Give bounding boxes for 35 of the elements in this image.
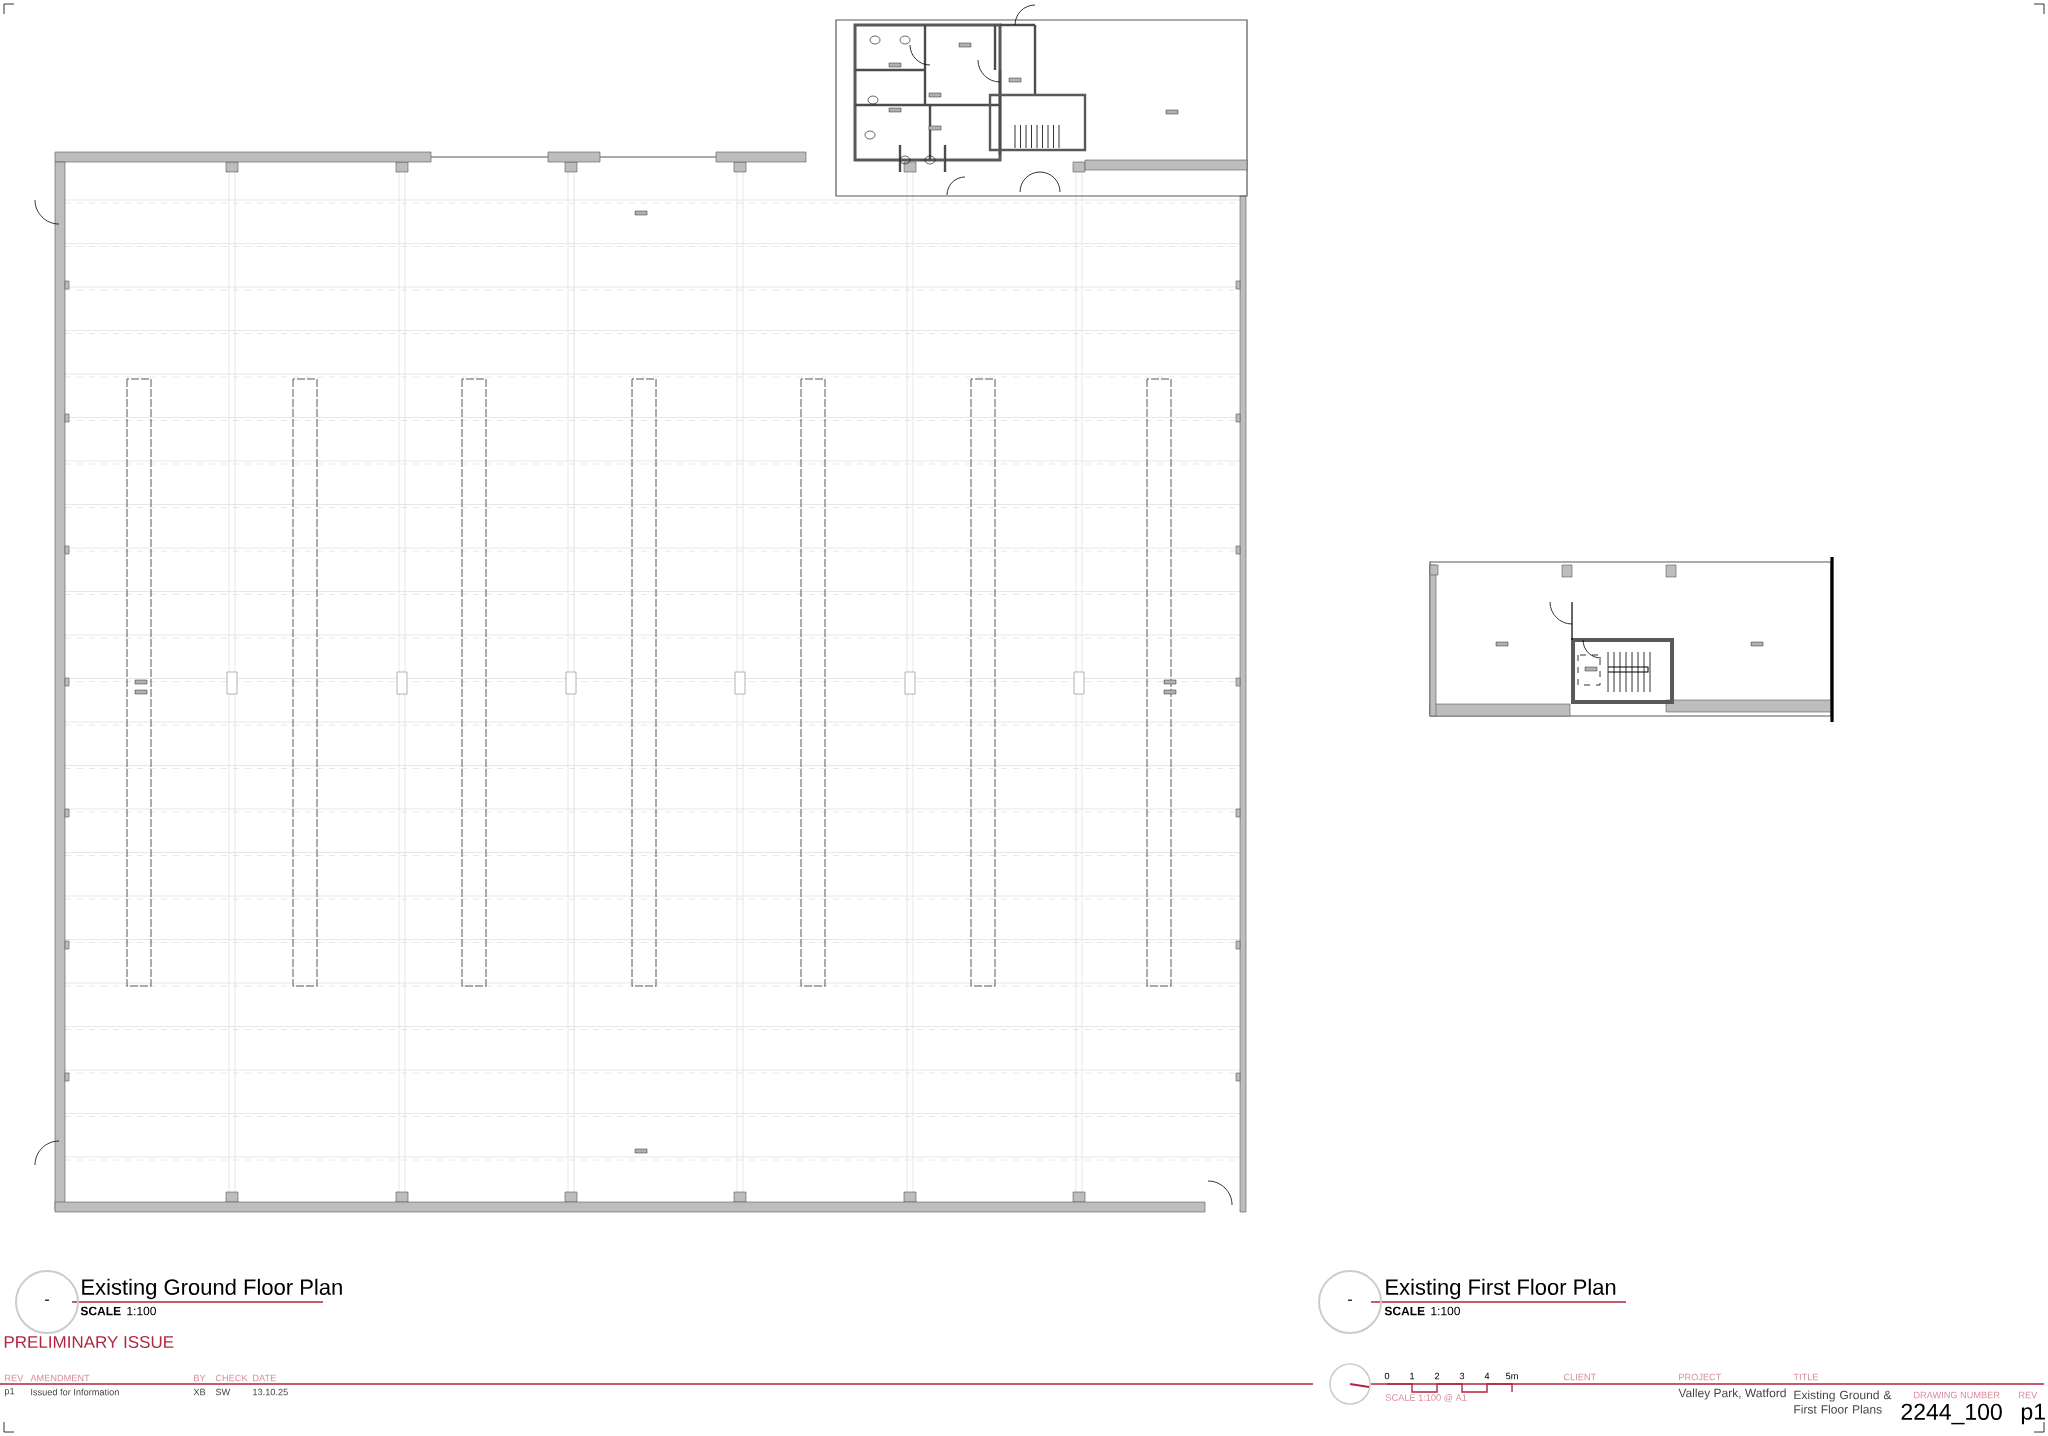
- view-title: Existing First Floor Plan: [1386, 1278, 1616, 1300]
- view-title: Existing Ground Floor Plan: [82, 1278, 342, 1300]
- view-reference: -: [45, 1299, 49, 1301]
- scale-number: 0: [1384, 1372, 1390, 1380]
- table-cell: XB: [193, 1388, 206, 1396]
- table-header: AMENDMENT: [30, 1374, 90, 1382]
- scale-value: 1:100: [1431, 1306, 1460, 1316]
- field-label: REV: [2019, 1391, 2038, 1399]
- field-value: Existing Ground & First Floor Plans: [1794, 1390, 1892, 1414]
- field-label: PROJECT: [1679, 1373, 1722, 1381]
- table-header: DATE: [253, 1374, 276, 1382]
- table-header: REV: [5, 1374, 24, 1382]
- scale-number: 1: [1410, 1372, 1415, 1380]
- scale-number: 5m: [1506, 1372, 1518, 1380]
- scale-number: 3: [1459, 1372, 1465, 1380]
- table-cell: SW: [215, 1388, 231, 1396]
- scale-number: 2: [1434, 1372, 1440, 1380]
- table-cell: p1: [5, 1387, 15, 1397]
- table-cell: Issued for Information: [31, 1388, 119, 1396]
- scale-caption: SCALE 1:100 @ A1: [1385, 1394, 1467, 1402]
- field-label: CLIENT: [1563, 1373, 1596, 1381]
- table-header: BY: [194, 1374, 206, 1382]
- scale-label: SCALE: [80, 1306, 121, 1316]
- scale-value: 1:100: [127, 1306, 156, 1316]
- field-value: Valley Park, Watford: [1678, 1388, 1786, 1400]
- field-label: DRAWING NUMBER: [1914, 1391, 2000, 1399]
- table-cell: 13.10.25: [253, 1388, 288, 1396]
- status-heading: PRELIMINARY ISSUE: [4, 1336, 174, 1349]
- table-header: CHECK: [215, 1374, 248, 1382]
- field-label: TITLE: [1793, 1373, 1819, 1381]
- view-reference: -: [1348, 1299, 1352, 1301]
- scale-number: 4: [1484, 1372, 1490, 1380]
- drawing-number: 2244_100: [1901, 1403, 2002, 1425]
- revision-code: p1: [2021, 1403, 2045, 1425]
- scale-label: SCALE: [1384, 1306, 1425, 1316]
